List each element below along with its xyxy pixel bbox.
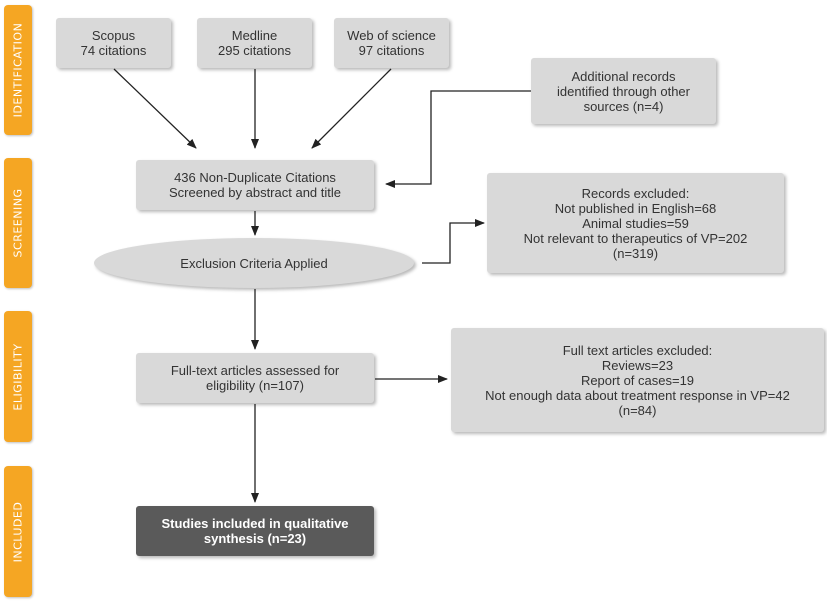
phase-tab-identification: IDENTIFICATION [4, 5, 32, 135]
screened-citations-box: 436 Non-Duplicate Citations Screened by … [136, 160, 374, 210]
records-excluded-item: Not relevant to therapeutics of VP=202 [523, 230, 748, 246]
screened-line: Screened by abstract and title [169, 185, 341, 200]
additional-line: sources (n=4) [583, 98, 664, 114]
fulltext-excluded-item: Not enough data about treatment response… [485, 387, 790, 403]
arrow-wos-to-screened [311, 68, 392, 149]
fulltext-assessed-box: Full-text articles assessed for eligibil… [136, 353, 374, 403]
source-name: Medline [231, 28, 278, 43]
source-name: Scopus [91, 28, 136, 43]
phase-tab-eligibility: ELIGIBILITY [4, 311, 32, 442]
source-box-scopus: Scopus 74 citations [56, 18, 171, 68]
studies-included-box: Studies included in qualitative synthesi… [136, 506, 374, 556]
phase-tab-included: INCLUDED [4, 466, 32, 597]
exclusion-criteria-oval: Exclusion Criteria Applied [94, 238, 414, 288]
fulltext-assessed-line: eligibility (n=107) [206, 378, 304, 393]
records-excluded-title: Records excluded: [581, 185, 690, 201]
arrow-scopus-to-screened [113, 68, 197, 149]
fulltext-assessed-line: Full-text articles assessed for [170, 363, 340, 378]
source-box-medline: Medline 295 citations [197, 18, 312, 68]
arrow-additional-to-screened [385, 90, 531, 188]
source-count: 295 citations [218, 43, 291, 58]
additional-records-box: Additional records identified through ot… [531, 58, 716, 124]
fulltext-excluded-title: Full text articles excluded: [562, 342, 713, 358]
fulltext-excluded-item: Reviews=23 [601, 357, 674, 373]
fulltext-excluded-total: (n=84) [618, 402, 657, 418]
screened-line: 436 Non-Duplicate Citations [174, 170, 336, 185]
additional-line: Additional records [571, 68, 676, 84]
phase-tab-screening: SCREENING [4, 158, 32, 288]
records-excluded-item: Not published in English=68 [554, 200, 717, 216]
source-box-web-of-science: Web of science 97 citations [334, 18, 449, 68]
studies-included-line: Studies included in qualitative [161, 516, 349, 531]
fulltext-excluded-item: Report of cases=19 [580, 372, 695, 388]
additional-line: identified through other [557, 83, 690, 99]
exclusion-criteria-label: Exclusion Criteria Applied [180, 255, 328, 271]
arrow-exclusion-to-records-excluded [422, 219, 485, 264]
source-count: 97 citations [358, 43, 425, 58]
source-name: Web of science [347, 28, 436, 43]
studies-included-line: synthesis (n=23) [203, 531, 307, 546]
records-excluded-item: Animal studies=59 [582, 215, 689, 231]
records-excluded-box: Records excluded: Not published in Engli… [487, 173, 784, 273]
records-excluded-total: (n=319) [612, 245, 659, 261]
source-count: 74 citations [80, 43, 147, 58]
fulltext-excluded-box: Full text articles excluded: Reviews=23 … [451, 328, 824, 432]
